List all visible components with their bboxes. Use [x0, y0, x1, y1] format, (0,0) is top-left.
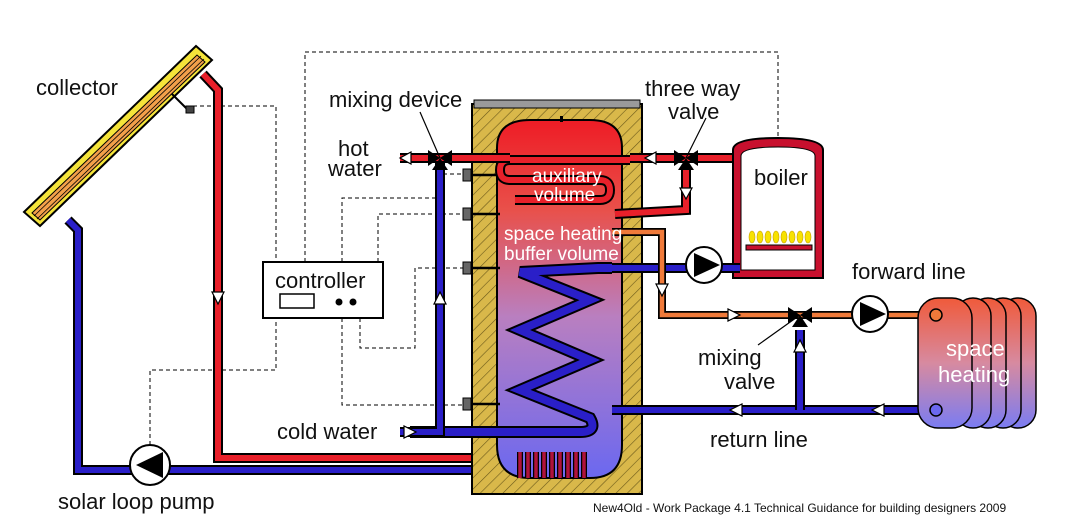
boiler-label: boiler: [754, 165, 808, 190]
mixing-device-label: mixing device: [329, 87, 462, 112]
burner-flames: [748, 230, 812, 244]
return-line-label: return line: [710, 427, 808, 452]
mixing-device-valve: [419, 111, 452, 170]
solar-loop-pump: [129, 444, 171, 486]
hot-water-pipes: [398, 150, 510, 166]
mixing-valve-label-2: valve: [724, 369, 775, 394]
collector-label: collector: [36, 75, 118, 100]
three-way-valve-label-1: three way: [645, 76, 740, 101]
controller-label: controller: [275, 268, 365, 293]
hot-water-label-2: water: [327, 156, 382, 181]
three-way-valve-label-2: valve: [668, 99, 719, 124]
mixing-valve-label-1: mixing: [698, 345, 762, 370]
hot-water-label-1: hot: [338, 136, 369, 161]
mixing-valve: [757, 307, 812, 346]
auxiliary-coil: [494, 155, 630, 205]
auxiliary-volume-label-2: volume: [534, 185, 595, 206]
space-heating-buffer-label-2: buffer volume: [504, 244, 619, 265]
solar-coil: [517, 452, 587, 478]
forward-line-pump: [851, 295, 889, 333]
auxiliary-volume-label-1: auxiliary: [532, 166, 602, 187]
solar-loop-pump-label: solar loop pump: [58, 489, 215, 514]
space-heating-radiator: [917, 297, 1037, 429]
return-line-pipes: [612, 330, 940, 417]
boiler-unit: [732, 136, 824, 279]
tank-sensors: [462, 168, 500, 411]
cold-water-pipes: [400, 160, 447, 439]
boiler-pump: [685, 246, 723, 284]
space-heating-buffer-label-1: space heating: [504, 224, 622, 245]
three-way-valve: [674, 117, 707, 201]
cold-water-label: cold water: [277, 419, 377, 444]
space-heating-label-1: space: [946, 336, 1005, 361]
solar-collector: [22, 44, 214, 228]
space-heating-label-2: heating: [938, 362, 1010, 387]
solar-loop-pipes: [64, 70, 520, 475]
controller-unit: [262, 261, 384, 319]
source-credit: New4Old - Work Package 4.1 Technical Gui…: [593, 501, 1006, 515]
forward-line-label: forward line: [852, 259, 966, 284]
domestic-water-coil: [410, 262, 612, 438]
